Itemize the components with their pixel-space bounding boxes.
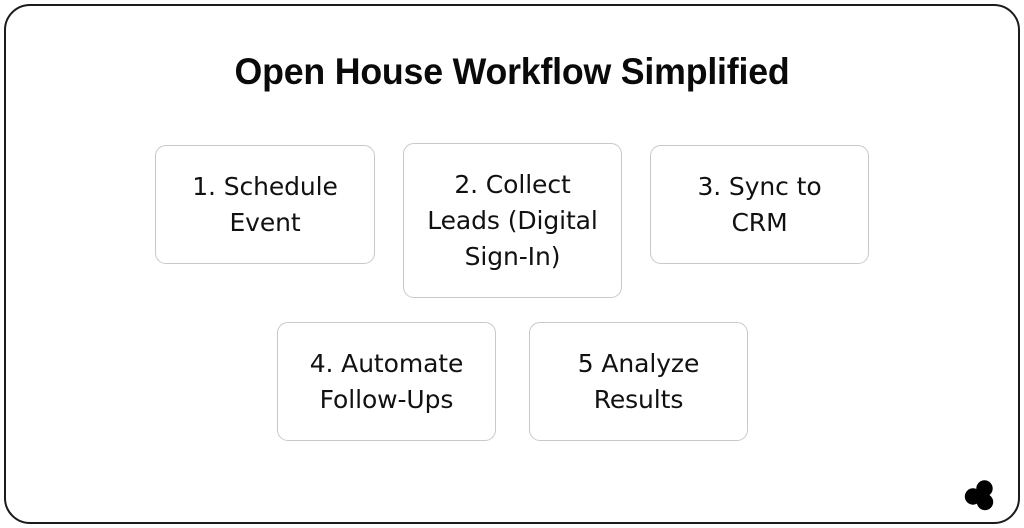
step-label-2: 2. Collect Leads (Digital Sign-In): [427, 169, 598, 271]
step-box-5[interactable]: 5 Analyze Results: [529, 322, 748, 441]
step-label-3: 3. Sync to CRM: [697, 171, 822, 237]
three-circles-logo: [962, 477, 998, 513]
step-box-2[interactable]: 2. Collect Leads (Digital Sign-In): [403, 143, 622, 298]
step-box-3[interactable]: 3. Sync to CRM: [650, 145, 869, 264]
step-label-5: 5 Analyze Results: [577, 348, 700, 414]
step-label-1: 1. Schedule Event: [192, 171, 338, 237]
step-box-4[interactable]: 4. Automate Follow-Ups: [277, 322, 496, 441]
page-title: Open House Workflow Simplified: [234, 51, 790, 92]
step-label-4: 4. Automate Follow-Ups: [309, 348, 464, 414]
step-box-1[interactable]: 1. Schedule Event: [155, 145, 375, 264]
